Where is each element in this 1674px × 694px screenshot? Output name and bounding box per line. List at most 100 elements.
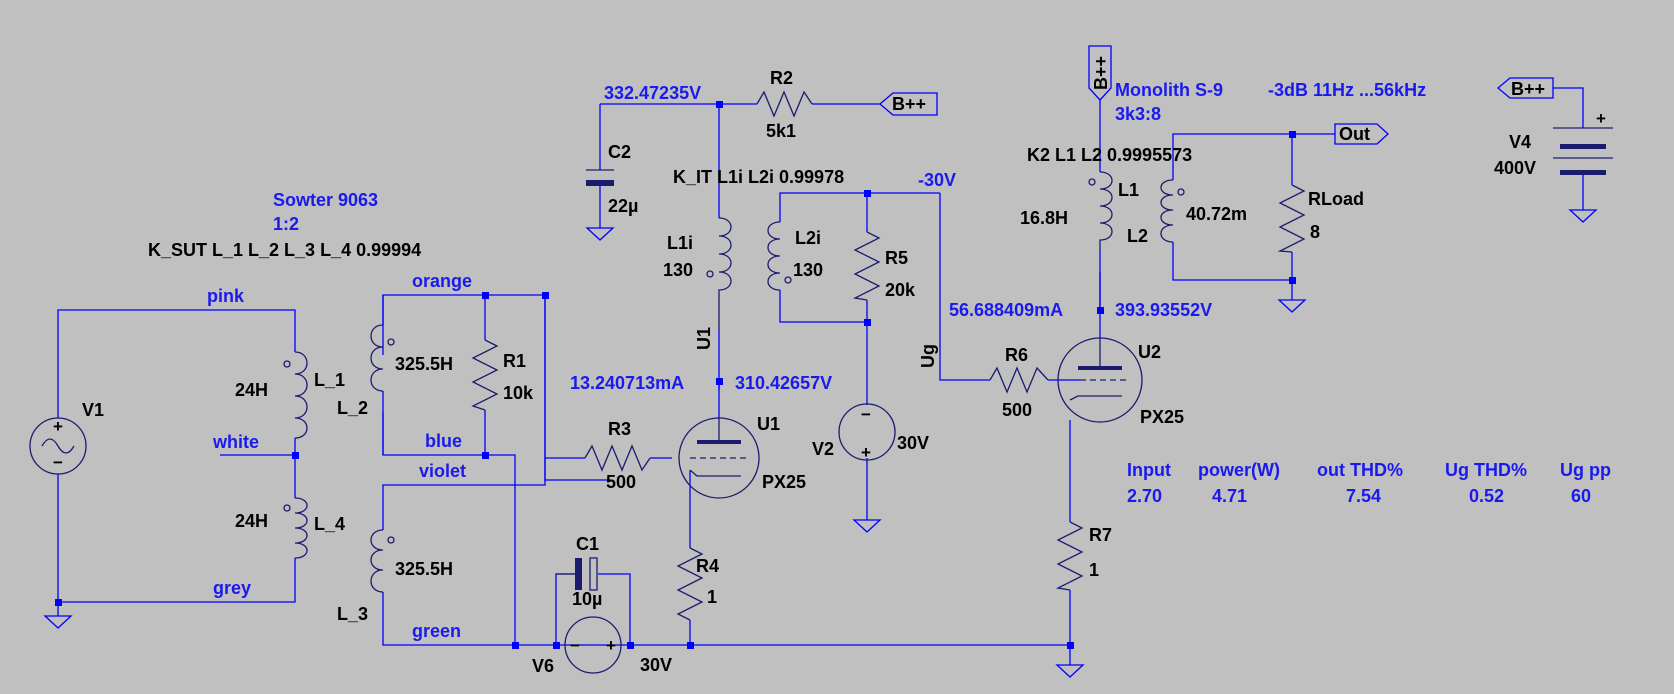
resistor-icon-r2[interactable] — [756, 90, 813, 118]
u1-net-label: U1 — [694, 327, 714, 350]
inductor-icon-l1i — [706, 217, 732, 330]
results-header-power: power(W) — [1198, 460, 1280, 480]
net-port-icon-bpp-top[interactable] — [1088, 45, 1112, 101]
bias-voltage-label: -30V — [918, 170, 956, 190]
resistor-icon-rload[interactable] — [1277, 184, 1306, 253]
dc-voltage-source-icon-v6[interactable]: − + — [564, 616, 622, 674]
v4-value: 400V — [1494, 158, 1536, 178]
out-l1-name: L1 — [1118, 180, 1139, 200]
l2-name: L_2 — [337, 398, 368, 418]
out-l1-value: 16.8H — [1020, 208, 1068, 228]
svg-text:−: − — [861, 405, 871, 424]
resistor-icon-r5[interactable] — [852, 231, 881, 301]
v6-value: 30V — [640, 655, 672, 675]
svg-text:−: − — [53, 453, 63, 472]
ground-icon — [853, 509, 881, 533]
results-value-ug-pp: 60 — [1571, 486, 1591, 506]
l4-name: L_4 — [314, 514, 345, 534]
resistor-icon-r7[interactable] — [1055, 521, 1084, 591]
capacitor-icon-c1[interactable] — [556, 557, 598, 591]
c2-name: C2 — [608, 142, 631, 162]
c1-name: C1 — [576, 534, 599, 554]
svg-text:+: + — [606, 636, 616, 655]
r6-name: R6 — [1005, 345, 1028, 365]
results-header-ug-pp: Ug pp — [1560, 460, 1611, 480]
results-table: Input power(W) out THD% Ug THD% Ug pp 2.… — [1127, 460, 1611, 506]
rload-value: 8 — [1310, 222, 1320, 242]
wire-label-orange: orange — [412, 271, 472, 291]
l1i-name: L1i — [667, 233, 693, 253]
r3-value: 500 — [606, 472, 636, 492]
rload-name: RLoad — [1308, 189, 1364, 209]
resistor-icon-r3[interactable] — [584, 444, 651, 472]
c1-value: 10µ — [572, 589, 602, 609]
r5-name: R5 — [885, 248, 908, 268]
r4-name: R4 — [696, 556, 719, 576]
results-header-out-thd: out THD% — [1317, 460, 1403, 480]
battery-icon-v4[interactable]: + — [1553, 109, 1613, 175]
r1-value: 10k — [503, 383, 534, 403]
ground-icon — [586, 217, 614, 241]
dc-voltage-source-icon-v2[interactable]: − + — [838, 403, 896, 462]
output-transformer-coupling: K2 L1 L2 0.9995573 — [1027, 145, 1192, 165]
ground-icon — [1569, 199, 1597, 223]
resistor-icon-r4[interactable] — [676, 547, 704, 621]
r3-name: R3 — [608, 419, 631, 439]
wire-label-white: white — [212, 432, 259, 452]
svg-text:−: − — [570, 636, 580, 655]
wire-label-violet: violet — [419, 461, 466, 481]
u1-voltage: 310.42657V — [735, 373, 832, 393]
l2i-name: L2i — [795, 228, 821, 248]
ac-voltage-source-icon[interactable]: + − — [29, 417, 87, 475]
resistor-icon-r1[interactable] — [471, 339, 499, 411]
interstage-coupling: K_IT L1i L2i 0.99978 — [673, 167, 844, 187]
capacitor-icon-c2[interactable] — [586, 160, 614, 196]
l3-value: 325.5H — [395, 559, 453, 579]
ground-icon — [1056, 654, 1084, 678]
port-bpp-top-label: B++ — [1091, 56, 1111, 90]
inductor-icon-out-l2 — [1160, 179, 1185, 243]
results-header-input: Input — [1127, 460, 1171, 480]
inductor-icon-l2i — [767, 221, 792, 291]
results-header-ug-thd: Ug THD% — [1445, 460, 1527, 480]
l1i-value: 130 — [663, 260, 693, 280]
u1-name: U1 — [757, 414, 780, 434]
wire-label-blue: blue — [425, 431, 462, 451]
triode-tube-icon-u1[interactable] — [678, 385, 760, 499]
port-bpp-v4-label: B++ — [1511, 79, 1545, 99]
wire-label-grey: grey — [213, 578, 251, 598]
node-b-voltage: 332.47235V — [604, 83, 701, 103]
r2-value: 5k1 — [766, 121, 796, 141]
bandwidth-label: -3dB 11Hz ...56kHz — [1268, 80, 1426, 100]
out-l2-name: L2 — [1127, 226, 1148, 246]
port-out-label: Out — [1339, 124, 1370, 144]
svg-text:+: + — [53, 417, 63, 436]
l2-value: 325.5H — [395, 354, 453, 374]
r7-name: R7 — [1089, 525, 1112, 545]
u2-model: PX25 — [1140, 407, 1184, 427]
v1-name: V1 — [82, 400, 104, 420]
svg-text:+: + — [1596, 109, 1606, 128]
u1-model: PX25 — [762, 472, 806, 492]
ug-net-label: Ug — [918, 344, 938, 368]
out-l2-value: 40.72m — [1186, 204, 1247, 224]
triode-tube-icon-u2[interactable] — [1057, 337, 1143, 423]
output-transformer-title: Monolith S-9 — [1115, 80, 1223, 100]
results-value-ug-thd: 0.52 — [1469, 486, 1504, 506]
input-transformer-title: Sowter 9063 — [273, 190, 378, 210]
output-transformer-ratio: 3k3:8 — [1115, 104, 1161, 124]
inductor-icon-out-l1 — [1088, 171, 1113, 250]
r5-value: 20k — [885, 280, 916, 300]
net-port-icon-out[interactable] — [1334, 123, 1389, 145]
l4-value: 24H — [235, 511, 268, 531]
net-port-icon-bpp-v4[interactable] — [1496, 77, 1554, 99]
input-transformer-ratio: 1:2 — [273, 214, 299, 234]
l3-name: L_3 — [337, 604, 368, 624]
resistor-icon-r6[interactable] — [989, 366, 1049, 394]
wire-label-green: green — [412, 621, 461, 641]
net-port-icon-bpp-r2[interactable] — [878, 92, 938, 116]
junctions — [55, 101, 1296, 649]
inductor-icon-l4 — [283, 497, 308, 559]
v6-name: V6 — [532, 656, 554, 676]
